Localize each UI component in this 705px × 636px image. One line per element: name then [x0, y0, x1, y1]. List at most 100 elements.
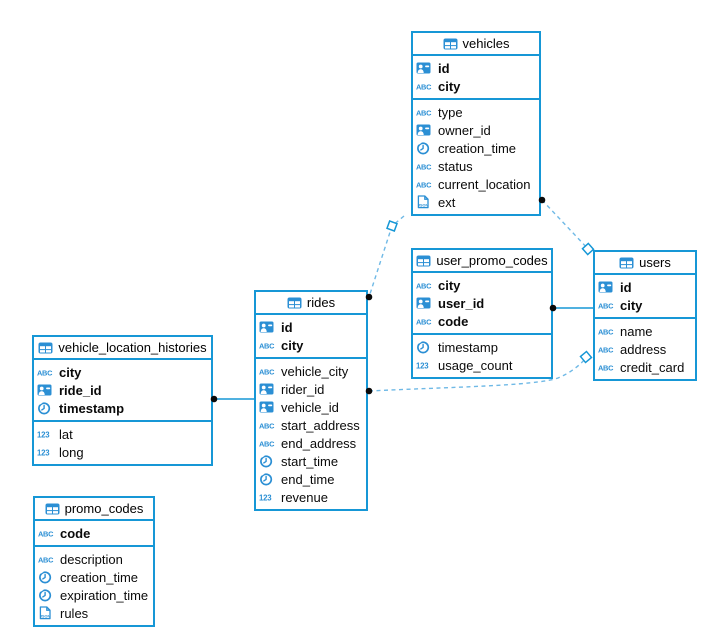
column-name: user_id	[438, 295, 485, 311]
abc-icon: ABC	[598, 324, 615, 338]
svg-text:ABC: ABC	[598, 363, 614, 372]
column-end_time[interactable]: end_time	[256, 470, 366, 488]
json-icon: JSON	[416, 195, 433, 209]
column-name: timestamp	[59, 400, 125, 416]
clock-icon	[259, 454, 276, 468]
column-ride_id[interactable]: ride_id	[34, 381, 211, 399]
table-header-promo_codes[interactable]: promo_codes	[35, 498, 153, 521]
table-title: vehicle_location_histories	[58, 340, 207, 355]
uid-icon	[259, 400, 276, 414]
column-name: expiration_time	[60, 587, 149, 603]
table-title: vehicles	[462, 36, 510, 51]
column-name: type	[438, 104, 463, 120]
table-vehicles[interactable]: vehicles id ABC city ABC type owner_id cre…	[411, 31, 541, 216]
svg-text:123: 123	[37, 430, 50, 439]
column-user_id[interactable]: user_id	[413, 294, 551, 312]
abc-icon: ABC	[259, 418, 276, 432]
column-id[interactable]: id	[256, 318, 366, 336]
clock-icon	[416, 141, 433, 155]
column-timestamp[interactable]: timestamp	[34, 399, 211, 417]
column-owner_id[interactable]: owner_id	[413, 121, 539, 139]
column-id[interactable]: id	[595, 278, 695, 296]
column-type[interactable]: ABC type	[413, 103, 539, 121]
uid-icon	[416, 61, 433, 75]
column-name: vehicle_id	[281, 399, 339, 415]
abc-icon: ABC	[598, 360, 615, 374]
table-rides[interactable]: rides id ABC city ABC vehicle_city rider_i…	[254, 290, 368, 511]
column-creation_time[interactable]: creation_time	[35, 568, 153, 586]
column-name: revenue	[281, 489, 328, 505]
column-name: usage_count	[438, 357, 513, 373]
svg-text:JSON: JSON	[418, 204, 429, 208]
column-city[interactable]: ABC city	[413, 77, 539, 95]
uid-icon	[259, 320, 276, 334]
column-vehicle_city[interactable]: ABC vehicle_city	[256, 362, 366, 380]
uid-icon	[259, 382, 276, 396]
column-expiration_time[interactable]: expiration_time	[35, 586, 153, 604]
column-name: long	[59, 444, 84, 460]
column-name: owner_id	[438, 122, 491, 138]
column-start_time[interactable]: start_time	[256, 452, 366, 470]
table-icon	[45, 502, 60, 516]
column-rider_id[interactable]: rider_id	[256, 380, 366, 398]
column-id[interactable]: id	[413, 59, 539, 77]
svg-text:ABC: ABC	[38, 555, 54, 564]
svg-text:ABC: ABC	[416, 82, 432, 91]
column-name: city	[438, 78, 461, 94]
column-credit_card[interactable]: ABC credit_card	[595, 358, 695, 376]
table-header-user_promo_codes[interactable]: user_promo_codes	[413, 250, 551, 273]
table-header-users[interactable]: users	[595, 252, 695, 275]
svg-text:ABC: ABC	[259, 367, 275, 376]
table-header-rides[interactable]: rides	[256, 292, 366, 315]
svg-text:ABC: ABC	[259, 341, 275, 350]
svg-text:ABC: ABC	[598, 327, 614, 336]
svg-text:ABC: ABC	[598, 301, 614, 310]
column-timestamp[interactable]: timestamp	[413, 338, 551, 356]
svg-text:ABC: ABC	[259, 439, 275, 448]
abc-icon: ABC	[416, 105, 433, 119]
abc-icon: ABC	[259, 338, 276, 352]
column-usage_count[interactable]: 123 usage_count	[413, 356, 551, 374]
column-name: creation_time	[438, 140, 517, 156]
uid-icon	[416, 296, 433, 310]
column-name: address	[620, 341, 667, 357]
column-name: city	[281, 337, 304, 353]
column-creation_time[interactable]: creation_time	[413, 139, 539, 157]
table-title: rides	[306, 295, 336, 310]
abc-icon: ABC	[416, 177, 433, 191]
svg-text:123: 123	[416, 361, 429, 370]
table-header-vehicles[interactable]: vehicles	[413, 33, 539, 56]
table-icon	[619, 256, 634, 270]
column-name: credit_card	[620, 359, 685, 375]
column-name: vehicle_city	[281, 363, 349, 379]
table-icon	[287, 296, 302, 310]
column-city[interactable]: ABC city	[256, 336, 366, 354]
table-header-vehicle_location_histories[interactable]: vehicle_location_histories	[34, 337, 211, 360]
column-vehicle_id[interactable]: vehicle_id	[256, 398, 366, 416]
